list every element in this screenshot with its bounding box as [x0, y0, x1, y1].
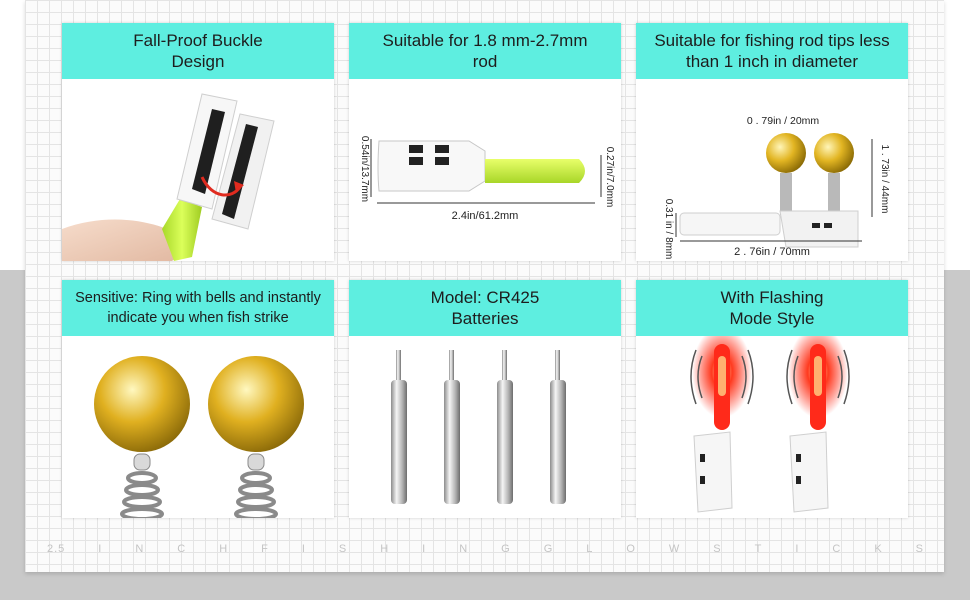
- flashing-image: [690, 336, 850, 513]
- footer-letter: G: [543, 543, 554, 555]
- battery-3: [497, 350, 513, 504]
- clip-pad-left: [192, 109, 225, 194]
- flash-lines-right-icon: [786, 349, 850, 405]
- panel-rod-tip-size: Suitable for fishing rod tips less than …: [636, 23, 908, 261]
- slot-2: [435, 145, 449, 153]
- bell-dimensions-diagram: 0 . 79in / 20mm 1 . 73in / 44mm 0.31 in …: [663, 115, 890, 260]
- footer-letter: G: [501, 543, 511, 555]
- bell-stem-right: [247, 453, 265, 471]
- length-label: 2 . 76in / 70mm: [734, 246, 810, 258]
- footer-letter: N: [135, 543, 145, 555]
- spring-right: [828, 173, 840, 215]
- panel-title: Model: CR425 Batteries: [349, 280, 621, 336]
- panel-sensitive-bells: Sensitive: Ring with bells and instantly…: [62, 280, 334, 518]
- panel-fall-proof-buckle: Fall-Proof Buckle Design: [62, 23, 334, 261]
- arrow-head-icon: [234, 181, 244, 193]
- slot-1: [409, 145, 423, 153]
- flash-lines-left-icon: [690, 349, 754, 405]
- tube-highlight-right: [814, 356, 822, 396]
- footer-letter: F: [261, 543, 269, 555]
- clip-left: [693, 431, 733, 513]
- footer-letter: I: [301, 543, 306, 555]
- footer-letter: K: [874, 543, 883, 555]
- height-label: 1 . 73in / 44mm: [879, 145, 890, 214]
- panel-title: Suitable for 1.8 mm-2.7mm rod: [349, 23, 621, 79]
- panel-title: Suitable for fishing rod tips less than …: [636, 23, 908, 79]
- slot-3: [409, 157, 423, 165]
- spacing-label: 0 . 79in / 20mm: [747, 115, 820, 127]
- footer-letter: S: [713, 543, 722, 555]
- bell-left: [94, 356, 190, 452]
- footer-letter: I: [98, 543, 103, 555]
- panel-title: Sensitive: Ring with bells and instantly…: [62, 280, 334, 336]
- buckle-image: [62, 93, 275, 261]
- footer-letter: O: [626, 543, 636, 555]
- bell-stem-left: [133, 453, 151, 471]
- footer-letter: W: [668, 543, 681, 555]
- slot-left-2: [700, 476, 705, 484]
- diameter-label: 0.27in/7.0mm: [604, 147, 615, 208]
- height-label: 0.54in/13.7mm: [359, 136, 370, 202]
- bells-image: [94, 356, 304, 518]
- spring-right: [234, 471, 278, 518]
- footer-letter: T: [754, 543, 763, 555]
- thickness-label: 0.31 in / 8mm: [663, 199, 674, 260]
- panel-flashing-mode: With Flashing Mode Style: [636, 280, 908, 518]
- panel-title: Fall-Proof Buckle Design: [62, 23, 334, 79]
- panel-title: With Flashing Mode Style: [636, 280, 908, 336]
- slot-right-1: [796, 454, 801, 462]
- footer-letter: I: [795, 543, 800, 555]
- panel-rod-size: Suitable for 1.8 mm-2.7mm rod 0.54in/13.…: [349, 23, 621, 261]
- footer-caption: 2.5 I N C H F I S H I N G G L O W S T I C K S: [25, 543, 944, 563]
- bell-right: [208, 356, 304, 452]
- glow-stick-tip: [162, 199, 202, 261]
- footer-letter: H: [219, 543, 229, 555]
- slot-left-1: [700, 454, 705, 462]
- clip-right: [789, 431, 829, 513]
- battery-1: [391, 350, 407, 504]
- length-label: 2.4in/61.2mm: [452, 210, 519, 222]
- finger-shape: [62, 219, 182, 261]
- clip-housing: [377, 140, 486, 192]
- footer-letter: N: [459, 543, 469, 555]
- footer-letter: I: [422, 543, 427, 555]
- bell-left: [766, 133, 806, 173]
- battery-4: [550, 350, 566, 504]
- spring-left: [120, 471, 164, 518]
- slot-a: [812, 223, 820, 228]
- footer-letter: H: [380, 543, 390, 555]
- footer-letter: L: [586, 543, 594, 555]
- bell-right: [814, 133, 854, 173]
- footer-letter: 2.5: [47, 543, 66, 555]
- rod-clip: [679, 212, 781, 236]
- glow-tube: [485, 159, 585, 183]
- slot-right-2: [796, 476, 801, 484]
- footer-letter: S: [338, 543, 348, 555]
- rod-dimensions-diagram: 0.54in/13.7mm 0.27in/7.0mm 2.4in/61.2mm: [359, 136, 615, 222]
- footer-letter: C: [832, 543, 842, 555]
- footer-letter: S: [915, 543, 924, 555]
- batteries-image: [391, 350, 566, 504]
- spring-left: [780, 173, 792, 215]
- slot-4: [435, 157, 449, 165]
- footer-letter: C: [177, 543, 187, 555]
- tube-highlight-left: [718, 356, 726, 396]
- clip-base: [779, 210, 859, 248]
- slot-b: [824, 223, 832, 228]
- battery-2: [444, 350, 460, 504]
- panel-batteries: Model: CR425 Batteries: [349, 280, 621, 518]
